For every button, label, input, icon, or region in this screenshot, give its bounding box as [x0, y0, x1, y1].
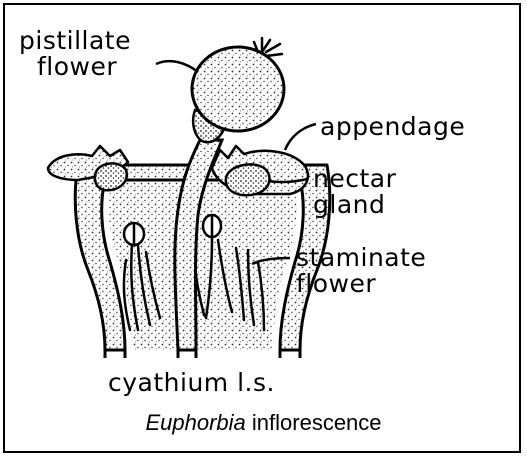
label-staminate-flower: staminate flower — [296, 245, 426, 297]
nectar-gland-left — [95, 163, 127, 190]
label-pistillate: pistillate — [19, 28, 131, 54]
pistillate-ovary — [192, 47, 284, 131]
label-cyathium-ls: cyathium l.s. — [108, 370, 275, 395]
label-staminate: staminate — [296, 245, 426, 271]
nectar-gland-right — [226, 164, 270, 195]
label-nectar-gland: nectar gland — [313, 166, 396, 218]
label-pistillate-flower: pistillate flower — [19, 28, 131, 80]
label-gland: gland — [313, 192, 396, 218]
figure-caption: Euphorbia inflorescence — [0, 410, 527, 436]
label-flower-1: flower — [19, 54, 131, 80]
stalk-base — [105, 350, 300, 358]
label-nectar: nectar — [313, 166, 396, 192]
caption-genus: Euphorbia — [145, 410, 245, 435]
label-appendage: appendage — [320, 114, 465, 139]
caption-rest: inflorescence — [246, 410, 382, 435]
label-flower-2: flower — [296, 271, 426, 297]
